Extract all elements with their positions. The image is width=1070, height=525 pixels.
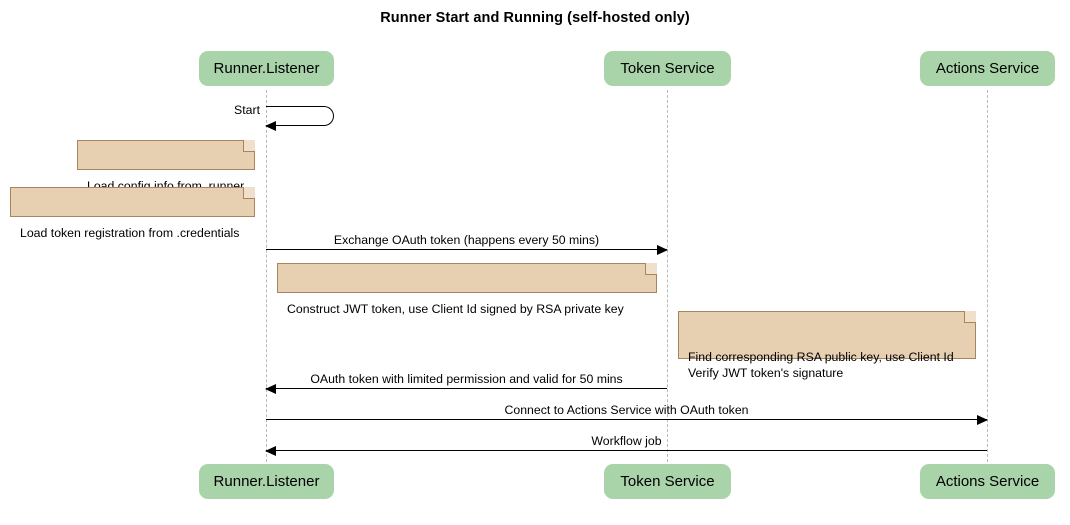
message-workflow-job [265,446,987,456]
lifeline-token-service [667,90,668,462]
message-connect-actions-service-label: Connect to Actions Service with OAuth to… [504,403,749,417]
note-load-config: Load config info from .runner [77,140,255,193]
message-exchange-oauth-token-label: Exchange OAuth token (happens every 50 m… [333,233,600,247]
participant-token-service-bottom[interactable]: Token Service [604,464,731,499]
note-text: Construct JWT token, use Client Id signe… [287,302,624,316]
message-connect-actions-service [266,415,988,425]
participant-runner-listener-top[interactable]: Runner.Listener [199,51,334,86]
self-message-start-loop [265,106,334,132]
note-fold-corner-icon [964,311,976,323]
lifeline-runner-listener [266,90,267,462]
message-oauth-token-return-label: OAuth token with limited permission and … [310,372,623,386]
note-fold-corner-icon [243,187,255,199]
arrowhead-left-icon [265,446,276,456]
note-text: Find corresponding RSA public key, use C… [688,350,954,380]
arrowhead-right-icon [657,245,668,255]
participant-label: Actions Service [935,473,1040,490]
note-load-token-registration: Load token registration from .credential… [10,187,255,240]
note-fold-corner-icon [243,140,255,152]
message-workflow-job-label: Workflow job [591,434,662,448]
arrowhead-left-icon [265,384,276,394]
arrowhead-right-icon [977,415,988,425]
participant-label: Runner.Listener [213,60,320,77]
participant-label: Token Service [620,473,715,490]
message-oauth-token-return [265,384,667,394]
note-text: Load token registration from .credential… [20,226,240,240]
participant-label: Token Service [620,60,715,77]
note-fold-corner-icon [645,263,657,275]
participant-label: Runner.Listener [213,473,320,490]
message-exchange-oauth-token [266,245,668,255]
lifeline-actions-service [987,90,988,462]
participant-label: Actions Service [935,60,1040,77]
diagram-title: Runner Start and Running (self-hosted on… [380,10,690,26]
participant-actions-service-bottom[interactable]: Actions Service [920,464,1055,499]
arrowhead-left-icon [265,121,276,132]
self-message-start-label: Start [234,103,260,117]
participant-runner-listener-bottom[interactable]: Runner.Listener [199,464,334,499]
participant-token-service-top[interactable]: Token Service [604,51,731,86]
note-verify-jwt-signature: Find corresponding RSA public key, use C… [678,311,976,380]
note-construct-jwt-token: Construct JWT token, use Client Id signe… [277,263,657,316]
participant-actions-service-top[interactable]: Actions Service [920,51,1055,86]
